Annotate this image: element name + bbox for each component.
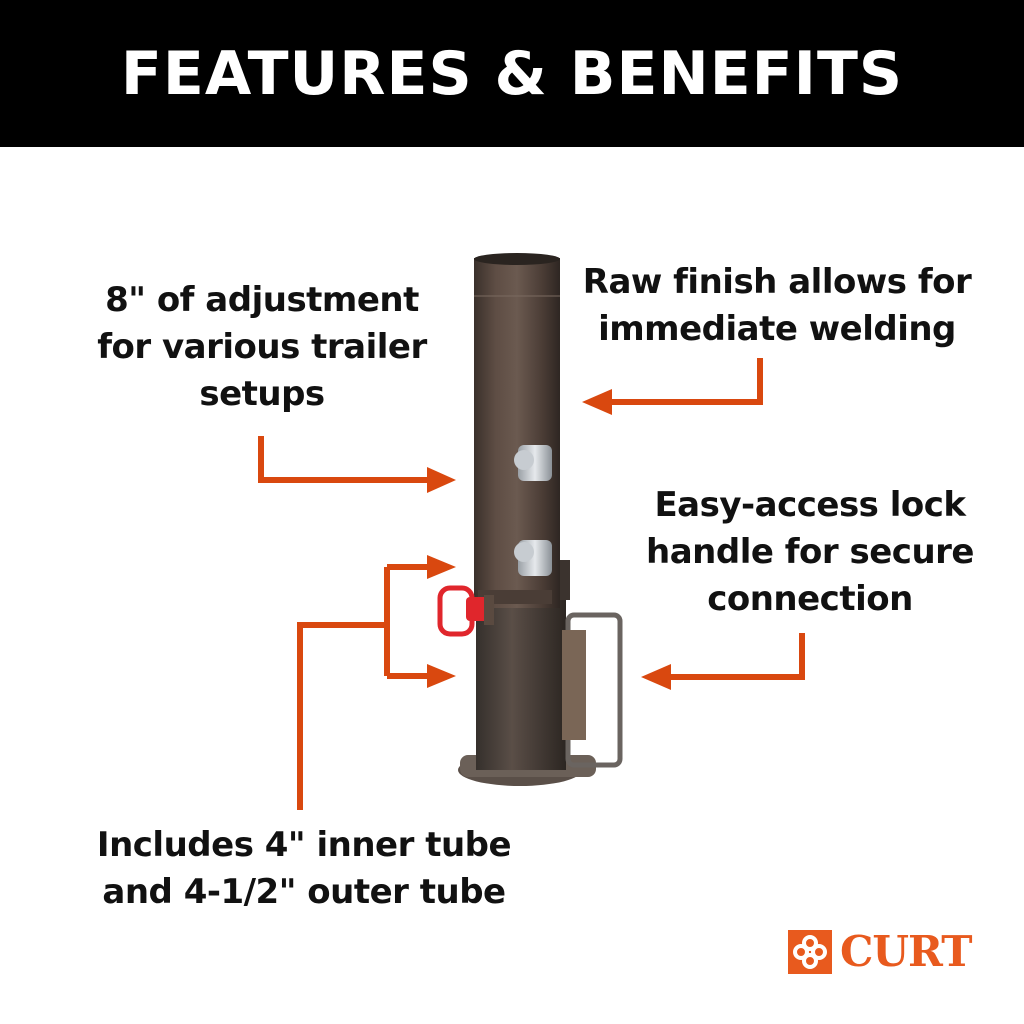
tubes-arrow-stem <box>297 622 387 810</box>
callout-lock-handle: Easy-access lock handle for secure conne… <box>630 482 990 623</box>
callout-line: Raw finish allows for <box>582 262 972 302</box>
brand-logo: CURT <box>788 927 972 976</box>
callout-arrows <box>258 358 805 810</box>
callout-line: immediate welding <box>598 309 956 349</box>
arrowhead-icon <box>641 664 671 690</box>
callout-tubes: Includes 4" inner tube and 4-1/2" outer … <box>84 822 524 916</box>
callout-line: setups <box>199 374 325 414</box>
arrowhead-icon <box>427 467 456 493</box>
callout-line: and 4-1/2" outer tube <box>102 872 506 912</box>
callout-line: connection <box>707 579 913 619</box>
arrowhead-icon <box>427 555 456 579</box>
callout-adjustment: 8" of adjustment for various trailer set… <box>82 277 442 418</box>
raw-finish-arrow <box>600 358 763 405</box>
arrowhead-icon <box>582 389 612 415</box>
callout-line: Includes 4" inner tube <box>96 825 512 865</box>
lock-handle-arrow <box>662 633 805 680</box>
callout-line: for various trailer <box>97 327 427 367</box>
arrowhead-icon <box>427 664 456 688</box>
curt-logo-icon <box>788 930 832 974</box>
jack-tube-icon <box>437 253 623 786</box>
callout-line: 8" of adjustment <box>105 280 419 320</box>
header-banner: FEATURES & BENEFITS <box>0 0 1024 147</box>
page-title: FEATURES & BENEFITS <box>120 38 904 109</box>
brand-name: CURT <box>840 927 972 976</box>
callout-line: Easy-access lock <box>654 485 966 525</box>
callout-raw-finish: Raw finish allows for immediate welding <box>572 259 982 353</box>
adjustment-arrow <box>258 436 430 483</box>
callout-line: handle for secure <box>646 532 974 572</box>
